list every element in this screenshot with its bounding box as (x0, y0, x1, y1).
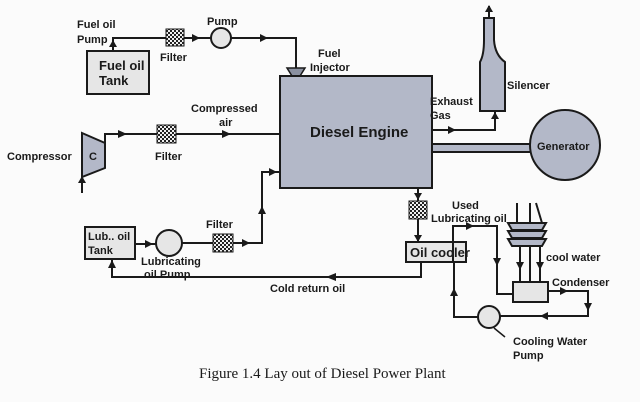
fuel-injector-label-1: Fuel (318, 48, 341, 60)
used-lubricating-oil-label-2: Lubricating oil (431, 213, 507, 225)
lub-line-to-engine (233, 171, 280, 244)
silencer (479, 17, 506, 112)
arrow-icon (493, 258, 501, 266)
arrow-icon (242, 239, 250, 247)
compressed-air-label-1: Compressed (191, 103, 258, 115)
arrow-icon (222, 130, 231, 138)
arrow-icon (560, 287, 568, 295)
lub-filter-label: Filter (206, 219, 234, 231)
engine-shaft (431, 143, 541, 153)
arrow-icon (485, 5, 493, 12)
arrow-icon (450, 288, 458, 296)
oil-cooler: Oil cooler (405, 241, 470, 263)
fuel-line (112, 37, 166, 51)
air-filter-label: Filter (155, 151, 183, 163)
arrow-icon (536, 262, 544, 270)
arrow-icon (118, 130, 127, 138)
arrow-icon (192, 34, 200, 42)
arrow-icon (145, 240, 153, 248)
cooling-water-pump-label-2: Pump (513, 350, 544, 362)
air-filter (156, 124, 177, 144)
lub-oil-tank-label-2: Tank (88, 245, 114, 257)
generator-label: Generator (537, 141, 590, 153)
fuel-oil-pump-label-1: Fuel oil (77, 19, 116, 31)
lub-oil-tank-label-1: Lub.. oil (88, 231, 130, 243)
used-oil-filter (408, 200, 428, 220)
exhaust-gas-label-2: Gas (430, 110, 451, 122)
arrow-icon (109, 40, 117, 47)
silencer-label: Silencer (507, 80, 551, 92)
lub-oil-tank: Lub.. oil Tank (84, 226, 136, 260)
fuel-injector-label-2: Injector (310, 62, 350, 74)
used-lubricating-oil-label-1: Used (452, 200, 479, 212)
compressor (81, 131, 106, 179)
lubricating-oil-pump-label-2: oil Pump (144, 269, 191, 281)
cooling-water-out-line (452, 225, 513, 295)
oil-cooler-label: Oil cooler (410, 245, 470, 260)
arrow-icon (466, 222, 474, 230)
arrow-icon (584, 303, 592, 311)
arrow-icon (414, 235, 422, 242)
arrow-icon (258, 206, 266, 214)
compressed-air-label-2: air (219, 117, 233, 129)
exhaust-gas-label-1: Exhaust (430, 96, 473, 108)
arrow-icon (448, 126, 456, 134)
cool-water-label: cool water (546, 252, 601, 264)
lubricating-oil-pump (155, 229, 183, 257)
air-line (104, 133, 157, 143)
fuel-oil-tank-label-2: Tank (99, 73, 129, 88)
arrow-icon (78, 176, 86, 183)
cooling-water-return-line (453, 262, 478, 318)
arrow-icon (108, 260, 116, 268)
compressor-label: Compressor (7, 151, 73, 163)
diesel-engine-label: Diesel Engine (310, 124, 408, 141)
fuel-oil-tank-label-1: Fuel oil (99, 58, 145, 73)
compressor-symbol: C (89, 151, 97, 163)
diesel-engine: Diesel Engine (279, 75, 433, 189)
fuel-oil-tank: Fuel oil Tank (86, 50, 150, 95)
fuel-oil-pump-label-2: Pump (77, 34, 108, 46)
figure-caption: Figure 1.4 Lay out of Diesel Power Plant (199, 366, 446, 382)
fuel-filter-label: Filter (160, 52, 188, 64)
arrow-icon (260, 34, 268, 42)
arrow-icon (269, 168, 277, 176)
arrow-icon (491, 112, 499, 119)
condenser-label: Condenser (552, 277, 610, 289)
fuel-filter (165, 28, 185, 47)
arrow-icon (326, 273, 336, 281)
fuel-line (231, 37, 297, 70)
fuel-pump (210, 27, 232, 49)
generator (529, 109, 601, 181)
cooling-water-pump-label-1: Cooling Water (513, 336, 588, 348)
lub-filter (212, 233, 234, 253)
pointer-line (493, 327, 506, 338)
arrow-icon (414, 193, 422, 200)
arrow-icon (540, 312, 548, 320)
arrow-icon (516, 262, 524, 270)
lubricating-oil-pump-label-1: Lubricating (141, 256, 201, 268)
fuel-pump-label: Pump (207, 16, 238, 28)
cooling-water-pump (477, 305, 501, 329)
cooling-tower (506, 202, 548, 284)
fuel-injector (285, 67, 307, 77)
cold-return-oil-label: Cold return oil (270, 283, 345, 295)
condenser (512, 281, 549, 303)
